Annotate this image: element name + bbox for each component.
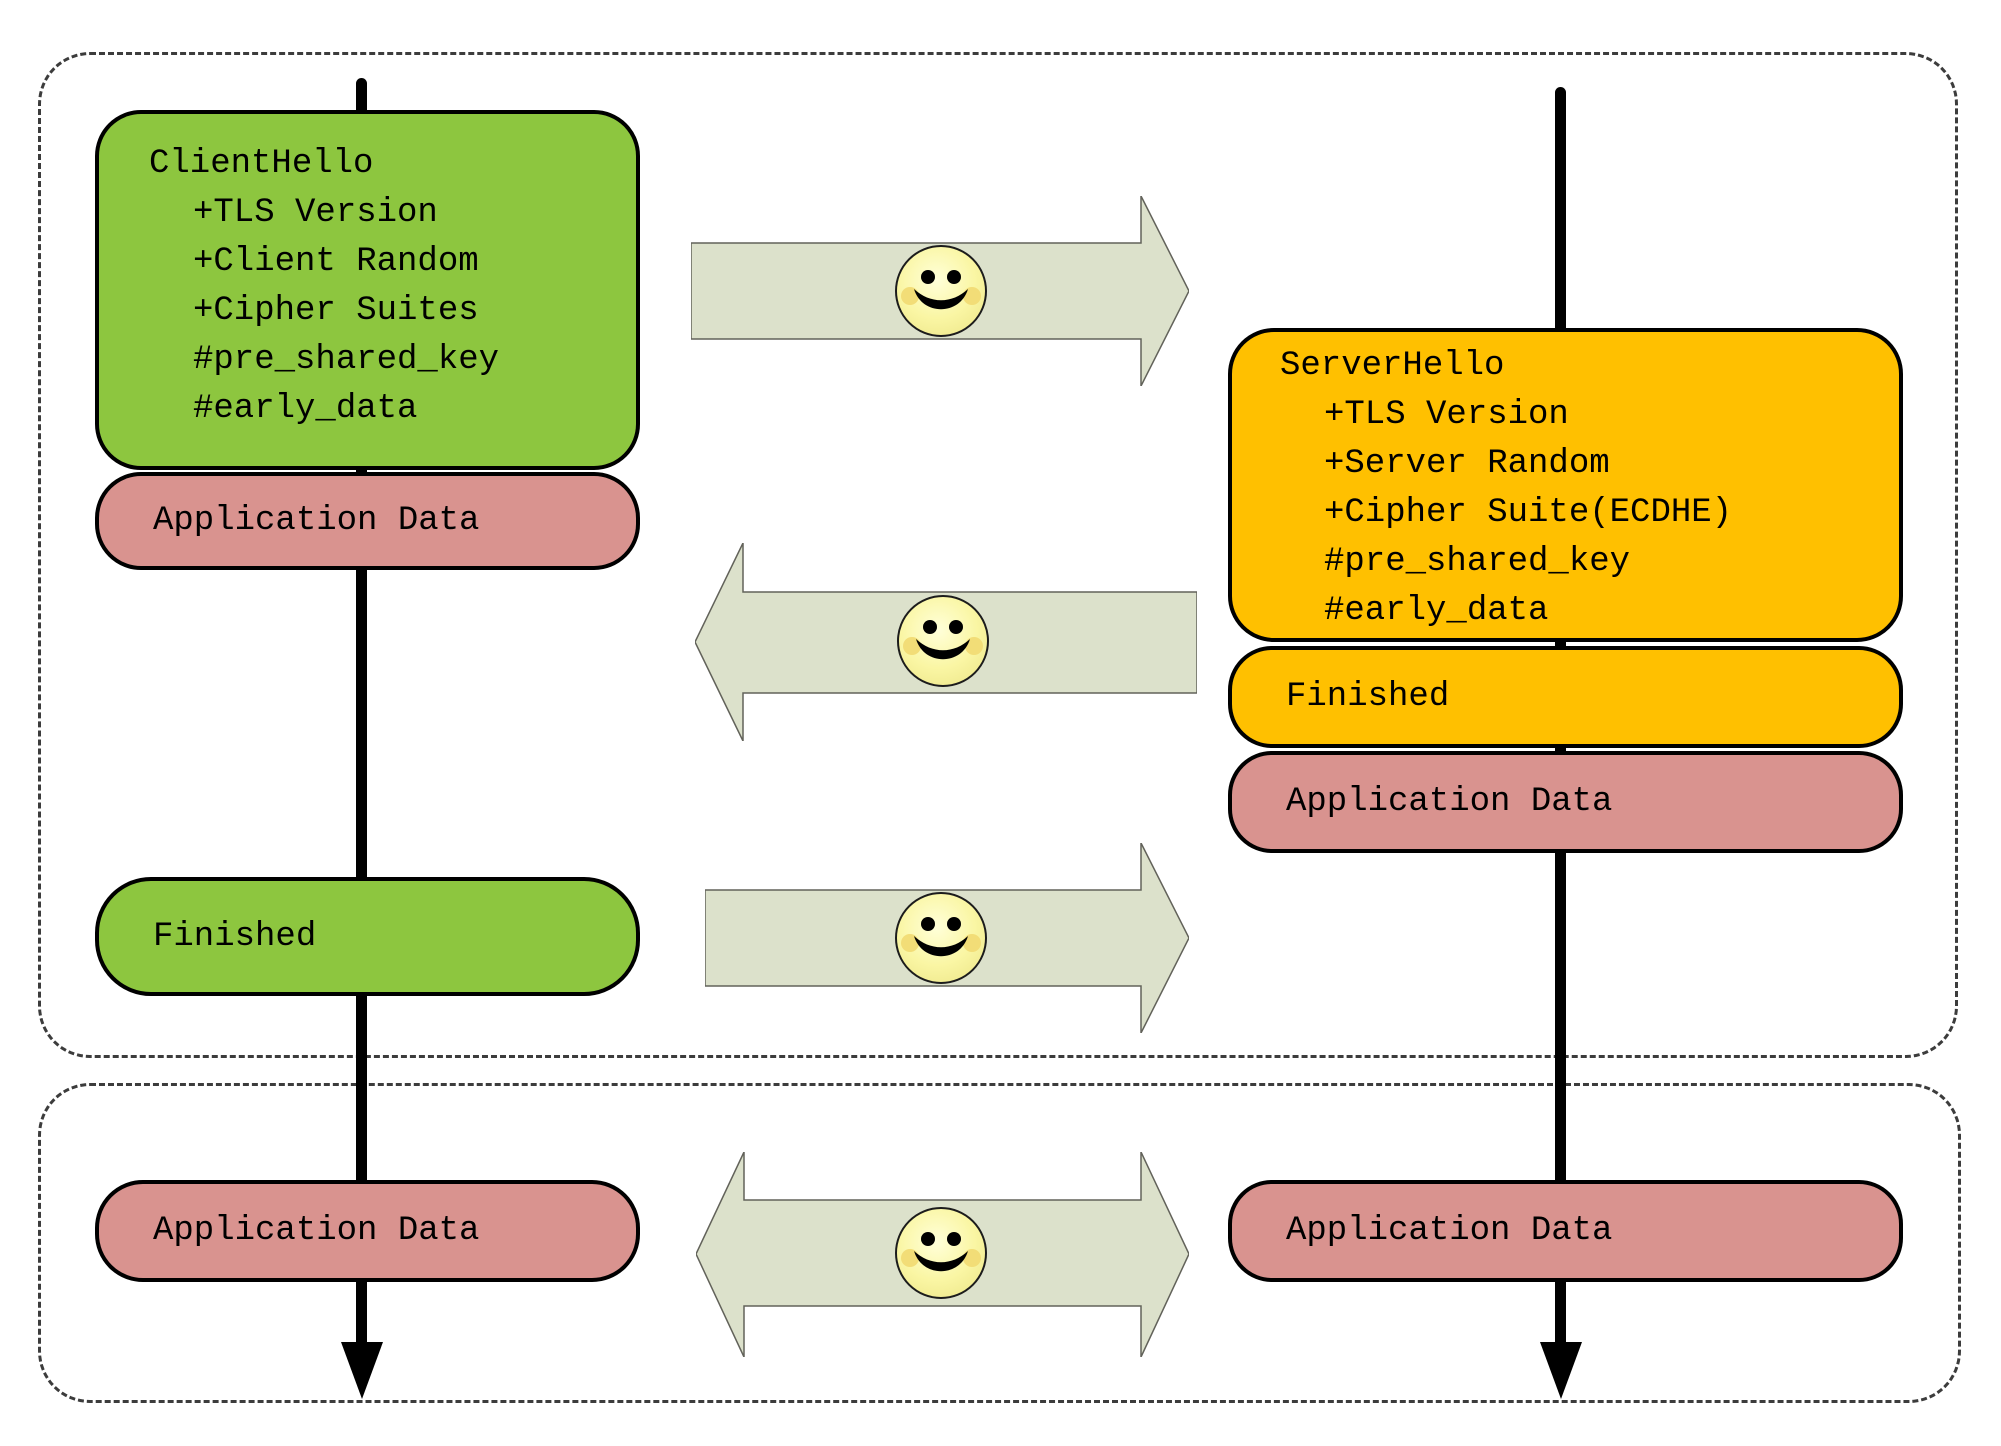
- smiley-face-icon: [895, 1207, 987, 1299]
- handshake-phase-border: [38, 52, 1958, 1058]
- client-early-application-data-label: Application Data: [153, 502, 480, 540]
- server-application-data-label: Application Data: [1286, 1212, 1613, 1250]
- server-early-application-data-box: Application Data: [1228, 751, 1903, 853]
- server-lifeline-arrowhead-icon: [1540, 1342, 1582, 1399]
- arrow-client-finished: [705, 843, 1189, 1033]
- client-hello-line: #early_data: [193, 390, 418, 428]
- client-hello-line: +Client Random: [193, 243, 479, 281]
- server-hello-line: #pre_shared_key: [1324, 543, 1631, 581]
- arrow-application-data-bidirectional: [696, 1152, 1189, 1357]
- client-hello-line: +TLS Version: [193, 194, 438, 232]
- server-application-data-box: Application Data: [1228, 1180, 1903, 1282]
- server-hello-line: +TLS Version: [1324, 396, 1569, 434]
- client-hello-line: +Cipher Suites: [193, 292, 479, 330]
- smiley-face-icon: [895, 892, 987, 984]
- arrow-client-to-server-hello: [691, 196, 1189, 386]
- client-application-data-box: Application Data: [95, 1180, 640, 1282]
- client-lifeline: [356, 78, 367, 1342]
- server-hello-title: ServerHello: [1280, 347, 1505, 385]
- arrow-server-to-client-hello: [695, 543, 1197, 741]
- server-hello-box: ServerHello +TLS Version +Server Random …: [1228, 328, 1903, 642]
- server-finished-label: Finished: [1286, 678, 1450, 716]
- client-finished-label: Finished: [153, 917, 317, 956]
- client-hello-box: ClientHello +TLS Version +Client Random …: [95, 110, 640, 470]
- server-early-application-data-label: Application Data: [1286, 783, 1613, 821]
- application-data-phase-border: [38, 1083, 1961, 1403]
- smiley-face-icon: [897, 595, 989, 687]
- client-hello-title: ClientHello: [149, 145, 374, 183]
- server-hello-line: +Cipher Suite(ECDHE): [1324, 494, 1733, 532]
- client-lifeline-arrowhead-icon: [341, 1342, 383, 1399]
- client-early-application-data-box: Application Data: [95, 472, 640, 570]
- client-application-data-label: Application Data: [153, 1212, 480, 1250]
- server-hello-line: #early_data: [1324, 592, 1549, 630]
- client-finished-box: Finished: [95, 877, 640, 996]
- server-hello-line: +Server Random: [1324, 445, 1610, 483]
- server-finished-box: Finished: [1228, 646, 1903, 748]
- smiley-face-icon: [895, 245, 987, 337]
- client-hello-line: #pre_shared_key: [193, 341, 500, 379]
